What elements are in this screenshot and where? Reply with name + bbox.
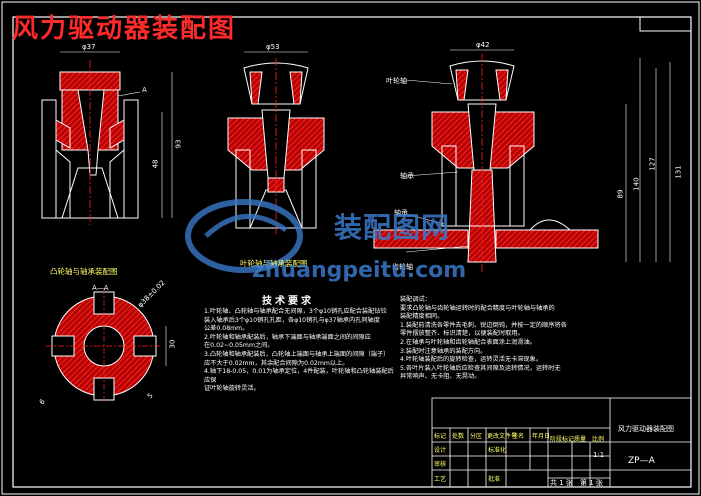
tb-stage: 阶段标记: [550, 436, 575, 443]
part-label-bearing-1: 轴承: [400, 172, 414, 180]
titleblock-code: ZP—A: [628, 456, 655, 466]
tech-requirements-body: 1.叶轮轴、凸轮轴与轴承配合无间隙，3个φ10销孔应配合装配钻铰 装入轴承后3个…: [204, 308, 394, 394]
tb-sheet: 第 1 张: [580, 479, 603, 487]
v3-impeller-top: [449, 60, 515, 101]
assembly-line: 零件摆放整齐、标识清楚，以便装配时取用。: [400, 330, 524, 338]
tech-line: 2.叶轮轴和轴承配装后，轴承下端面与轴承端面之间的间隙应: [204, 333, 371, 341]
v3-leader-1: [405, 79, 453, 85]
tb-weight: 质量: [574, 436, 587, 443]
dim-d42: φ42: [476, 41, 490, 49]
v1-shaft-body: [77, 89, 105, 176]
tb-scale: 1:1: [593, 451, 605, 459]
view-full-assembly: [373, 49, 671, 272]
tb-zone: 分区: [470, 433, 483, 440]
dim-width: 30: [168, 339, 177, 349]
tb-approve: 批准: [488, 476, 501, 483]
tb-mark: 标记: [434, 433, 447, 440]
tech-line: 4.轴下18-0.05，0.01为轴承定位，4件配装，叶轮轴和凸轮轴装配后应保: [204, 368, 394, 384]
tb-doc: 更改文件号: [487, 433, 518, 440]
part-label-impeller: 叶轮轴: [386, 77, 407, 85]
tech-line: 装入轴承后3个φ10销孔孔距，各φ10销孔与φ37轴承内孔同轴度: [204, 316, 380, 324]
v3-gear-shaft: [467, 169, 497, 263]
tb-sheets: 共 1 张: [550, 479, 573, 487]
tech-line: 公差0.08mm。: [204, 325, 249, 333]
tb-std: 标准化: [488, 447, 507, 454]
tech-line: 3.凸轮轴和轴承配装后，凸轮轴上端面与轴承上端面的间隙（端子）: [204, 350, 390, 358]
assembly-notes-title: 装配调试：: [400, 296, 431, 303]
v3-leader-2: [405, 171, 459, 177]
v3-flange-right: [495, 229, 599, 249]
v3-flange-dome: [529, 219, 571, 231]
v1-bearing-hatch-l: [55, 119, 71, 149]
part-label-gear-shaft: 齿轮轴: [392, 263, 413, 271]
v2-impeller-top: [243, 62, 309, 105]
tb-design: 设计: [434, 447, 447, 454]
v1-bearing-hatch-r: [109, 119, 125, 149]
v3-impeller-hatch-r: [495, 69, 509, 101]
watermark-cn: 装配图网: [334, 211, 451, 244]
dim-48: 48: [151, 159, 160, 169]
tech-line: 应不大于0.02mm，其余配合间隙为0.02mm以上。: [204, 359, 349, 367]
view-cam-shaft-assembly: [41, 51, 173, 225]
v1-housing-right: [123, 99, 139, 219]
v1-housing-left: [41, 99, 57, 219]
tb-scale-label: 比例: [592, 436, 605, 443]
inner-frame: [12, 16, 692, 488]
corner-mark: [639, 16, 692, 32]
mark-a: A: [142, 86, 147, 94]
v2-impeller-hatch-r: [289, 71, 303, 105]
dim-d53: φ53: [266, 43, 280, 51]
assembly-notes-body: 装配调试： 要求凸轮轴与齿轮轴运转时的配合精度与叶轮轴与轴承的 装配精度相同。 …: [400, 296, 610, 382]
tech-line: 在0.02~0.05mm之间。: [204, 342, 274, 350]
caption-cam-shaft: 凸轮轴与轴承装配图: [50, 267, 118, 276]
assembly-line: 要求凸轮轴与齿轮轴运转时的配合精度与叶轮轴与轴承的: [400, 304, 555, 312]
watermark-logo: [185, 199, 303, 273]
assembly-line: 装配精度相同。: [400, 313, 444, 321]
section-a-a: [46, 288, 167, 404]
v1-leader-a: [117, 91, 141, 97]
assembly-line: 3.装配时注意轴承的装配方向。: [400, 347, 487, 355]
v3-leader-3: [405, 213, 445, 225]
assembly-line: 4.叶轮轴装配后的旋转检查，运转灵活无卡滞现象。: [400, 356, 543, 364]
part-label-bearing-2: 轴承: [394, 209, 408, 217]
titleblock-name: 风力驱动器装配图: [618, 425, 674, 433]
tb-review: 审核: [434, 461, 447, 468]
tb-date: 年月日: [532, 433, 551, 440]
dim-127: 127: [648, 157, 657, 171]
drawing-title: 风力驱动器装配图: [12, 14, 237, 44]
dim-d37: φ37: [82, 43, 96, 51]
tech-line: 证叶轮轴旋转灵活。: [204, 385, 260, 393]
dim-131: 131: [674, 165, 683, 179]
v3-leader-4: [405, 245, 471, 253]
dim-140: 140: [632, 177, 641, 191]
assembly-line: 2.在轴承与叶轮轴和齿轮轴配合表面涂上润滑油。: [400, 338, 536, 346]
tb-craft: 工艺: [434, 476, 447, 483]
tech-line: 1.叶轮轴、凸轮轴与轴承配合无间隙，3个φ10销孔应配合装配钻铰: [204, 308, 387, 315]
v3-flange-left: [373, 229, 469, 249]
tech-requirements-title: 技术要求: [262, 296, 314, 307]
tb-count: 处数: [452, 433, 465, 440]
v3-impeller-hatch-l: [455, 69, 469, 101]
assembly-line: 5.各叶片装入叶轮轴后应检查其间隙及运转情况，运转时无: [400, 364, 561, 372]
dim-93: 93: [174, 139, 183, 149]
caption-impeller-shaft: 叶轮轴与轴承装配图: [240, 259, 308, 268]
assembly-line: 异常响声、无卡阻、无晃动。: [400, 373, 481, 381]
watermark-url: zhuangpeitu.com: [252, 258, 467, 283]
dim-89: 89: [616, 189, 625, 199]
assembly-line: 1.装配前清洗各零件去毛刺、锐边倒钝，并按一定的顺序将各: [400, 321, 567, 329]
section-label: A—A: [92, 284, 109, 292]
v2-impeller-hatch-l: [249, 71, 263, 105]
tb-sign: 签名: [512, 433, 525, 440]
title-block-grid: [431, 397, 692, 488]
